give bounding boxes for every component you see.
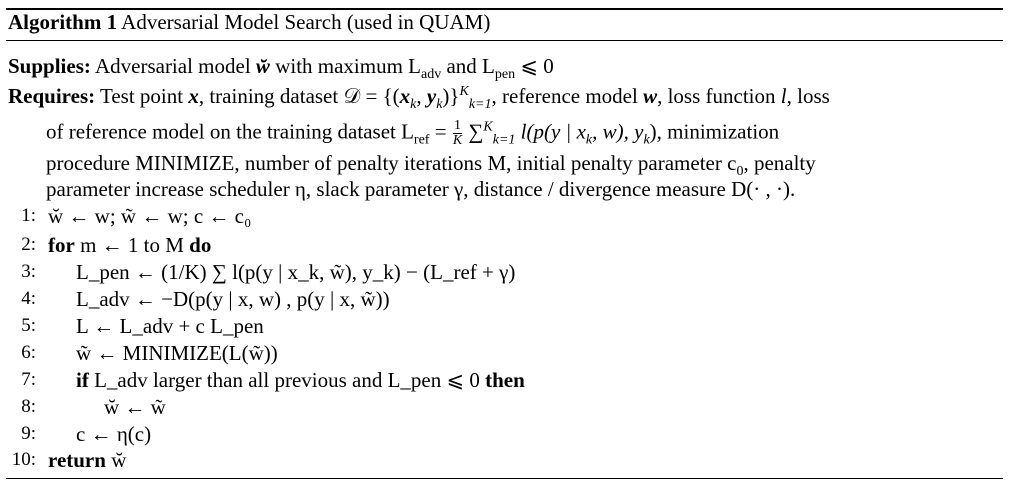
step-line: L ← L_adv + c L_pen bbox=[76, 314, 264, 338]
bottom-rule bbox=[6, 478, 1003, 479]
requires-label: Requires: bbox=[8, 84, 96, 108]
step-text: c ← η(c) bbox=[76, 422, 152, 446]
step-text: L ← L_adv + c L_pen bbox=[76, 314, 264, 338]
step-number: 3: bbox=[21, 261, 36, 282]
step-line: L_pen ← (1/K) ∑ l(p(y | x_k, w̃), y_k) −… bbox=[76, 260, 515, 284]
step-text: w̃ ← MINIMIZE(L(w̃)) bbox=[76, 341, 278, 365]
step-line: for m ← 1 to M do bbox=[48, 233, 211, 257]
step-number: 1: bbox=[21, 205, 36, 226]
step-text: L_pen ← (1/K) ∑ l(p(y | x_k, w̃), y_k) −… bbox=[76, 260, 516, 284]
step-text: L_adv ← −D(p(y | x, w) , p(y | x, w̃)) bbox=[76, 287, 390, 311]
step-number: 5: bbox=[21, 315, 36, 336]
top-rule bbox=[6, 8, 1003, 10]
algorithm-title: Adversarial Model Search (used in QUAM) bbox=[121, 10, 491, 34]
step-text: w̆ ← w; w̃ ← w; c ← c₀ bbox=[48, 204, 252, 228]
keyword: if bbox=[76, 368, 89, 392]
requires-line-1: Requires: Test point x, training dataset… bbox=[8, 84, 830, 113]
step-line: if L_adv larger than all previous and L_… bbox=[76, 368, 525, 392]
requires-line-3: procedure MINIMIZE, number of penalty it… bbox=[46, 151, 816, 180]
step-number: 8: bbox=[21, 396, 36, 417]
requires-line-4: parameter increase scheduler η, slack pa… bbox=[46, 177, 796, 201]
step-line: w̆ ← w; w̃ ← w; c ← c₀ bbox=[48, 204, 251, 228]
step-text: w̆ bbox=[105, 448, 127, 472]
step-number: 6: bbox=[21, 342, 36, 363]
keyword: for bbox=[48, 233, 75, 257]
step-line: L_adv ← −D(p(y | x, w) , p(y | x, w̃)) bbox=[76, 287, 390, 311]
step-line: return w̆ bbox=[48, 448, 126, 472]
step-number: 7: bbox=[21, 369, 36, 390]
step-text: L_adv larger than all previous and L_pen… bbox=[88, 368, 486, 392]
step-number: 2: bbox=[21, 234, 36, 255]
step-line: c ← η(c) bbox=[76, 422, 151, 446]
supplies-label: Supplies: bbox=[8, 54, 91, 78]
keyword: then bbox=[485, 368, 525, 392]
step-text: m ← 1 to M bbox=[74, 233, 190, 257]
step-line: w̃ ← MINIMIZE(L(w̃)) bbox=[76, 341, 278, 365]
step-number: 10: bbox=[11, 449, 36, 470]
algorithm-caption: Algorithm 1 Adversarial Model Search (us… bbox=[8, 10, 490, 34]
step-text: w̆ ← w̃ bbox=[104, 395, 166, 419]
supplies-line: Supplies: Adversarial model w̆ with maxi… bbox=[8, 54, 554, 83]
algorithm-label: Algorithm 1 bbox=[8, 10, 118, 34]
caption-rule bbox=[6, 40, 1003, 41]
requires-line-2: of reference model on the training datas… bbox=[46, 118, 780, 148]
step-number: 9: bbox=[21, 423, 36, 444]
keyword: return bbox=[48, 448, 106, 472]
step-number: 4: bbox=[21, 288, 36, 309]
step-line: w̆ ← w̃ bbox=[104, 395, 166, 419]
keyword: do bbox=[189, 233, 212, 257]
